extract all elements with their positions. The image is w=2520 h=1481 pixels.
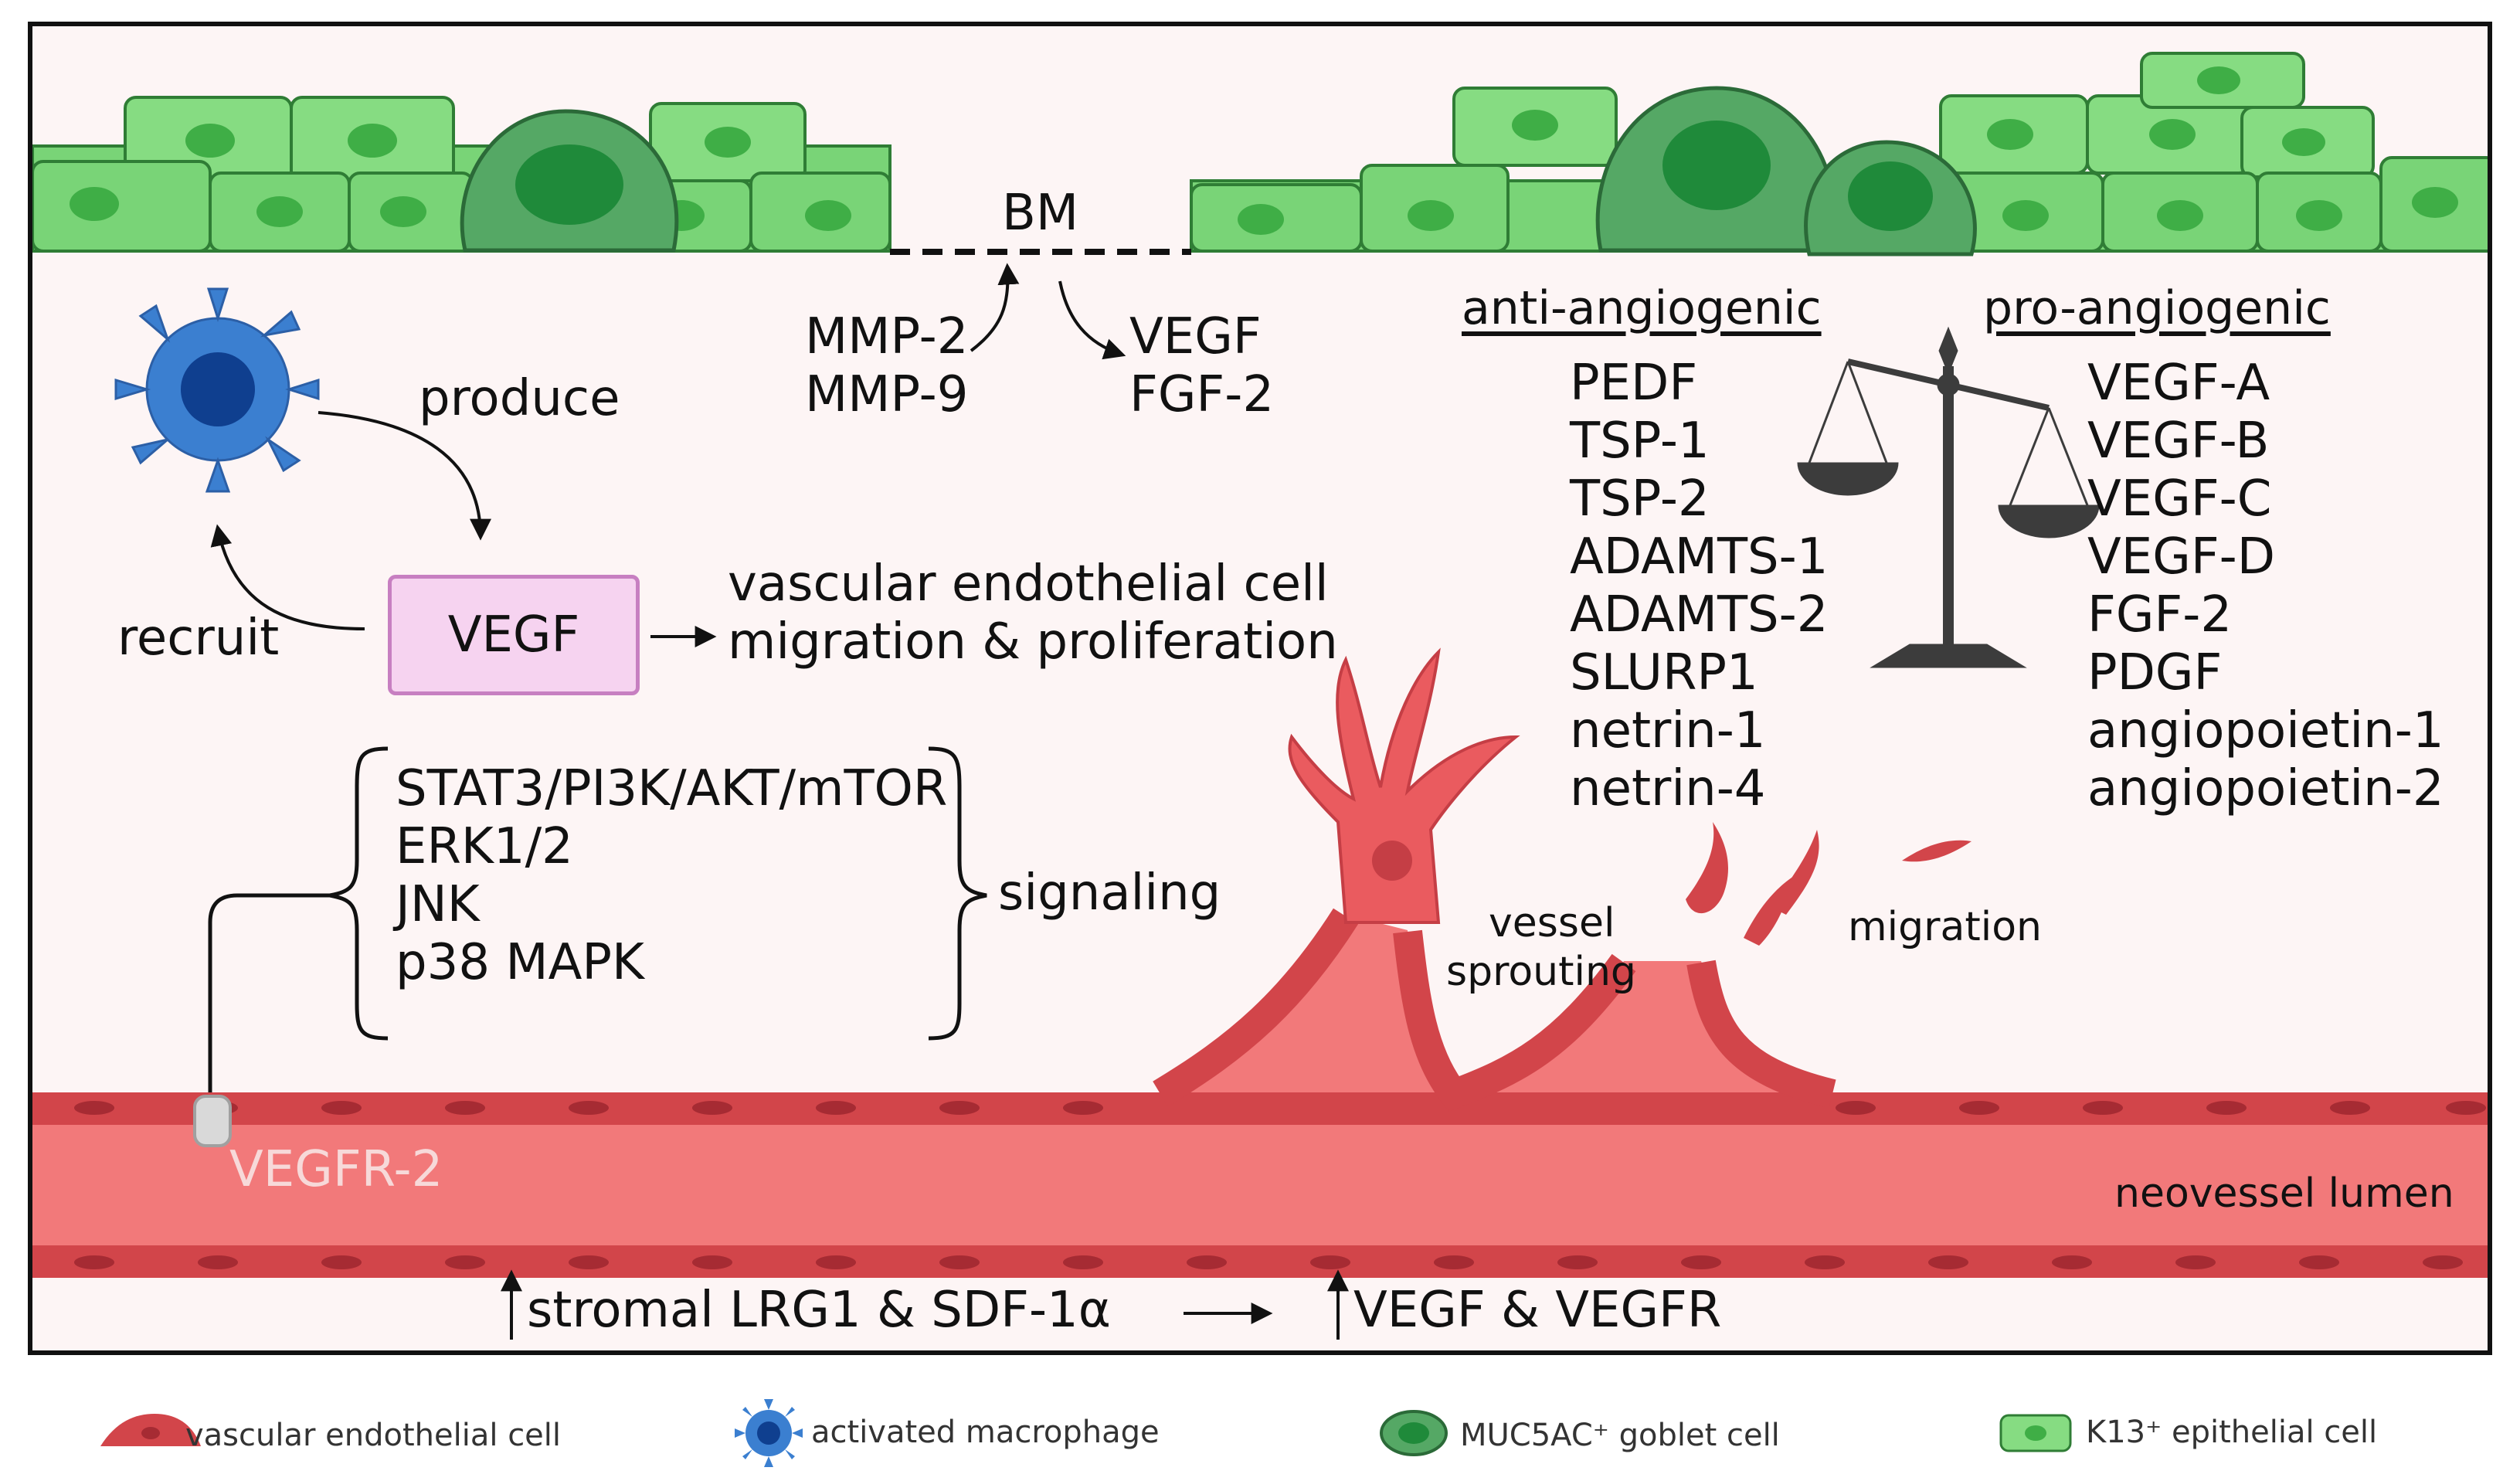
vegfr2-label: VEGFR-2 [229,1141,443,1198]
goblet-cell-icon [1380,1410,1448,1456]
neovessel [32,647,2488,1278]
anti-angiogenic-item: ADAMTS-1 [1570,528,1829,586]
pathway-item: ERK1/2 [396,818,573,875]
vegfr2-receptor [193,1095,232,1147]
epithelium-right [1190,52,2488,256]
produce-label: produce [419,370,620,427]
migration-label: migration [1848,904,2042,950]
vegf-released-label: VEGF [1129,308,1262,365]
pathway-item: STAT3/PI3K/AKT/mTOR [396,760,948,817]
legend-label: K13⁺ epithelial cell [2086,1415,2378,1450]
balance-scale-icon [1797,326,2100,668]
legend-label: activated macrophage [811,1415,1160,1450]
anti-angiogenic-item: ADAMTS-2 [1570,586,1829,644]
legend-label: vascular endothelial cell [185,1418,562,1453]
recruit-label: recruit [117,610,280,667]
anti-angiogenic-title: anti-angiogenic [1462,281,1822,335]
macrophage-icon [735,1399,803,1467]
pro-angiogenic-item: PDGF [2087,644,2223,701]
vessel-sprouting-label-1: vessel [1489,900,1615,946]
fgf2-released-label: FGF-2 [1129,366,1275,423]
pro-angiogenic-item: angiopoietin-2 [2087,760,2444,817]
pro-angiogenic-item: FGF-2 [2087,586,2233,644]
vessel-sprouting-label-2: sprouting [1446,949,1636,995]
effect-line-1: vascular endothelial cell [728,555,1329,613]
anti-angiogenic-item: SLURP1 [1570,644,1758,701]
anti-angiogenic-item: netrin-1 [1570,702,1766,759]
effect-line-2: migration & proliferation [728,613,1338,671]
stromal-factors-label: stromal LRG1 & SDF-1α [527,1282,1111,1339]
epithelial-cell-icon [1999,1414,2072,1452]
pro-angiogenic-item: VEGF-A [2087,355,2270,412]
vegf-vegfr-label: VEGF & VEGFR [1353,1282,1722,1339]
neovessel-lumen-label: neovessel lumen [2114,1170,2454,1217]
mmp2-label: MMP-2 [805,308,969,365]
legend-label: MUC5AC⁺ goblet cell [1460,1418,1780,1453]
signaling-label: signaling [998,864,1221,922]
anti-angiogenic-item: netrin-4 [1570,760,1766,817]
pro-angiogenic-title: pro-angiogenic [1983,281,2331,335]
anti-angiogenic-item: TSP-1 [1570,413,1710,470]
macrophage-icon [114,287,320,493]
vegf-box: VEGF [388,575,640,695]
pathway-item: p38 MAPK [396,934,644,991]
pathway-item: JNK [396,876,480,933]
anti-angiogenic-item: PEDF [1570,355,1698,412]
diagram-frame: BM MMP-2 MMP-9 VEGF FGF-2 produce recrui… [28,22,2492,1355]
epithelium-left [32,96,892,253]
pro-angiogenic-item: VEGF-D [2087,528,2275,586]
anti-angiogenic-item: TSP-2 [1570,470,1710,528]
pro-angiogenic-item: angiopoietin-1 [2087,702,2444,759]
mmp9-label: MMP-9 [805,366,969,423]
pro-angiogenic-item: VEGF-C [2087,470,2272,528]
pro-angiogenic-item: VEGF-B [2087,413,2270,470]
basement-membrane-label: BM [1002,185,1079,242]
diagram-graphics [32,52,2488,1340]
